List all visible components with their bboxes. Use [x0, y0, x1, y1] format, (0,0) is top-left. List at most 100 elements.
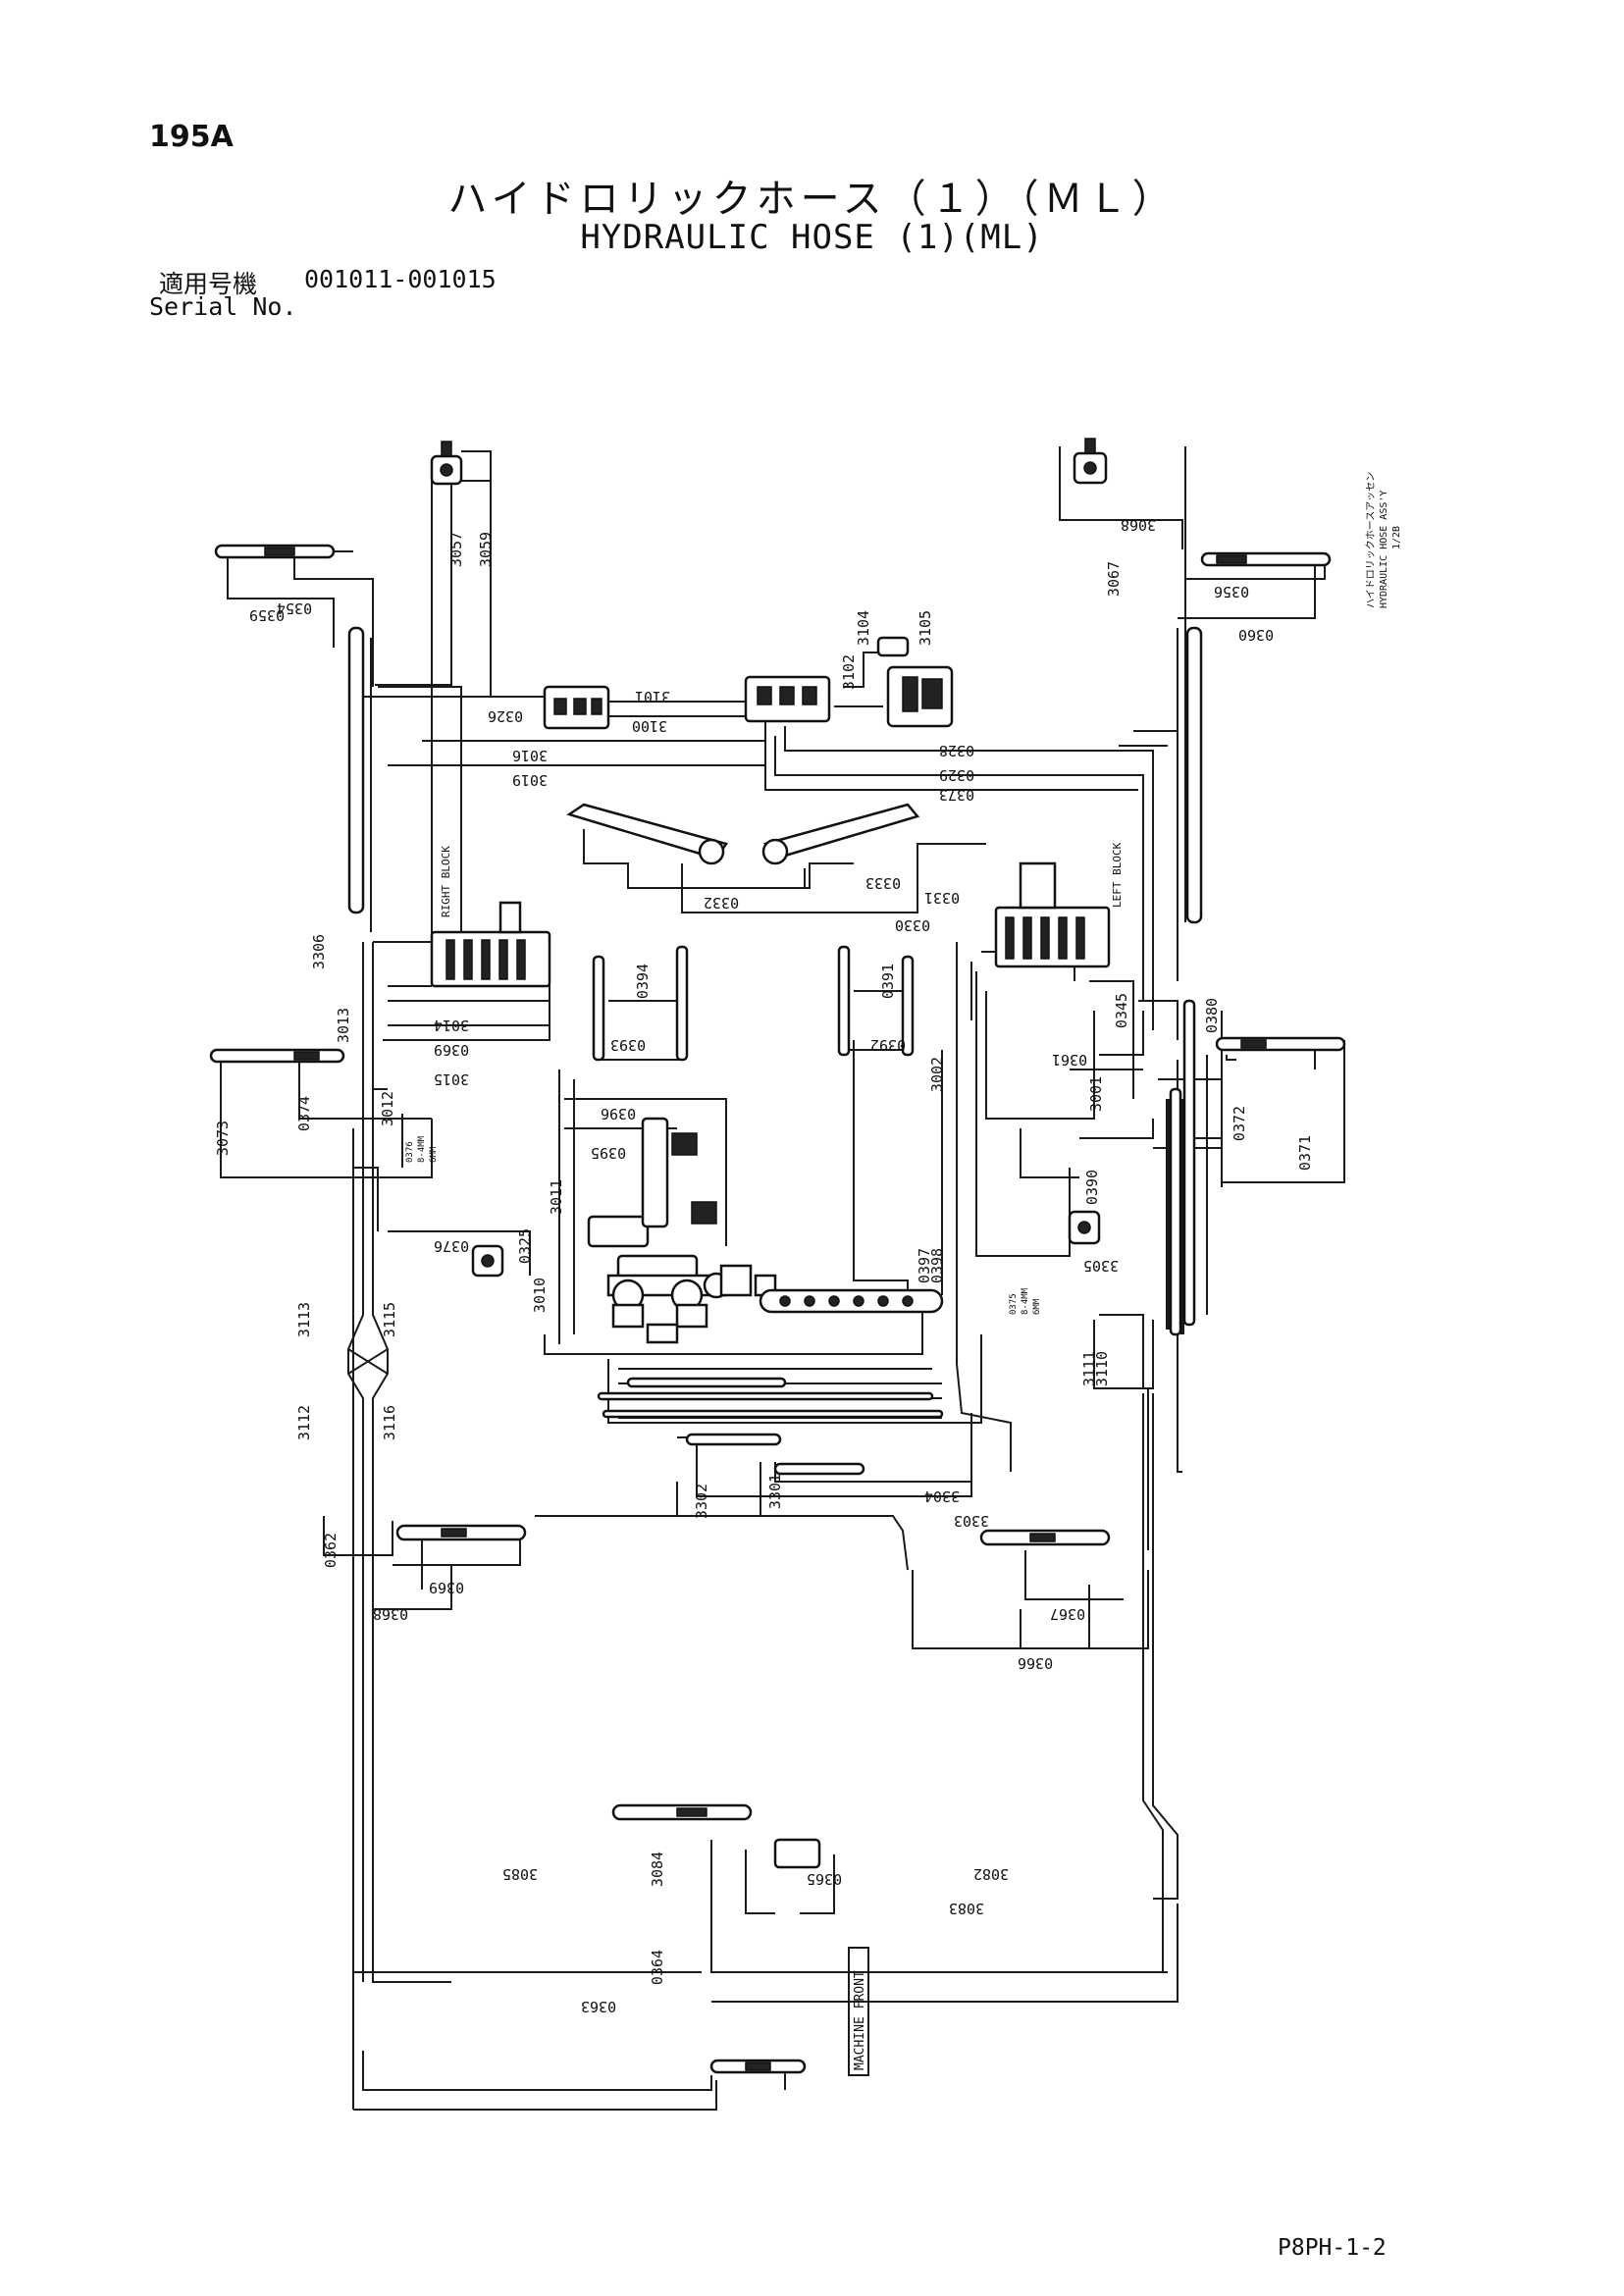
cylinder-0392: [901, 955, 915, 1057]
cylinder-bottom-center-a: [685, 1433, 782, 1446]
cylinder-top-right: [1200, 551, 1332, 567]
rod-a: [626, 1377, 787, 1388]
left-block-valve-bank: [994, 861, 1111, 968]
cylinder-right-long-b: [1182, 999, 1196, 1327]
hose-label: 3111: [1080, 1351, 1098, 1386]
side-note-jp: ハイドロリックホースアッセン: [1365, 472, 1377, 608]
hose-label: 3073: [214, 1121, 232, 1156]
label-left-block: LEFT BLOCK: [1111, 842, 1124, 908]
note-left-3: 6MM: [429, 1146, 439, 1163]
hose-label: 3083: [949, 1900, 984, 1917]
hose-label: 0330: [895, 916, 930, 934]
hose-label: 0366: [1018, 1654, 1053, 1672]
pump-manifold-assembly: [587, 1117, 777, 1344]
hose-label: 0394: [634, 964, 652, 999]
right-block-valve-bank: [430, 901, 551, 988]
cylinder-bottom-right: [979, 1529, 1111, 1546]
hose-label: 3013: [335, 1008, 352, 1043]
hose-label: 3001: [1087, 1076, 1105, 1112]
cylinder-0393: [592, 955, 605, 1062]
page-number: 195A: [149, 120, 234, 154]
hose-label: 0361: [1052, 1051, 1087, 1069]
hose-label: 0391: [879, 964, 897, 999]
hose-label: 0345: [1113, 993, 1130, 1028]
side-note-en: HYDRAULIC HOSE ASS'Y: [1379, 491, 1389, 608]
cylinder-bottom-mid: [611, 1803, 753, 1821]
hose-label: 0328: [939, 742, 974, 759]
hose-label: 0392: [870, 1036, 906, 1054]
hose-label: 3110: [1093, 1351, 1111, 1386]
hose-label: 3113: [295, 1302, 313, 1337]
serial-label-english: Serial No.: [149, 292, 297, 321]
manifold-bar: [759, 1288, 944, 1314]
control-valve-top-left: [543, 685, 610, 730]
cylinder-bottom-center-b: [773, 1462, 865, 1476]
hose-label: 0398: [928, 1248, 946, 1283]
hose-label: 0372: [1231, 1106, 1248, 1141]
cylinder-right-long-a: [1169, 1087, 1182, 1336]
serial-label-japanese: 適用号機: [159, 270, 258, 298]
cylinder-bottom-left: [395, 1524, 527, 1541]
hose-label: 3082: [973, 1865, 1009, 1883]
hose-label: 3305: [1083, 1257, 1119, 1275]
pilot-valve-top-right: [876, 636, 954, 728]
hose-label: 3016: [512, 747, 548, 764]
control-valve-top-center: [744, 675, 831, 723]
hose-label: 0371: [1296, 1135, 1314, 1171]
cylinder-bottom-most: [709, 2059, 807, 2074]
hose-label: 0374: [295, 1096, 313, 1131]
note-right-1: 0375: [1009, 1293, 1019, 1315]
document-code: P8PH-1-2: [1278, 2235, 1387, 2261]
hose-label: 0365: [807, 1870, 842, 1888]
hose-label: 3019: [512, 771, 548, 789]
hose-label: 0367: [1050, 1605, 1085, 1623]
hose-label: 3014: [434, 1017, 469, 1034]
label-machine-front: MACHINE FRONT: [853, 1970, 867, 2070]
hose-label: 0326: [488, 707, 523, 725]
hose-label: 0332: [704, 894, 739, 912]
hose-label: 0397: [916, 1248, 933, 1283]
hose-label: 3302: [693, 1484, 710, 1519]
label-right-block: RIGHT BLOCK: [440, 846, 452, 917]
cylinder-mid-left: [209, 1048, 345, 1064]
hose-label: 3303: [954, 1512, 989, 1530]
hose-label: 0359: [249, 606, 285, 624]
hose-label: 3105: [917, 610, 934, 646]
hose-label: 0325: [516, 1228, 534, 1264]
valve-mid-left: [471, 1244, 504, 1278]
hose-label: 3002: [928, 1057, 946, 1092]
cylinder-0391: [837, 945, 851, 1057]
hose-label: 0360: [1238, 626, 1274, 644]
hose-label: 3115: [381, 1302, 398, 1337]
note-left-1: 0376: [405, 1141, 415, 1163]
hose-label: 0329: [939, 766, 974, 784]
hose-label: 3059: [477, 532, 495, 567]
serial-range: 001011-001015: [304, 265, 497, 293]
hose-label: 0333: [865, 874, 901, 892]
valve-mid-right: [1068, 1210, 1101, 1245]
hose-label: 0369: [434, 1041, 469, 1059]
hose-label: 0369: [429, 1579, 464, 1596]
cylinder-mid-right: [1215, 1036, 1346, 1052]
hose-label: 0373: [939, 786, 974, 804]
hose-label: 0368: [373, 1605, 408, 1623]
hose-label: 0362: [322, 1533, 340, 1568]
hose-label: 3015: [434, 1070, 469, 1088]
hose-label: 3104: [855, 610, 872, 646]
note-right-2: 8-4MM: [1021, 1287, 1030, 1315]
hose-label: 0380: [1203, 998, 1221, 1033]
hose-label: 3084: [649, 1852, 666, 1887]
cylinder-top-left: [214, 544, 353, 559]
block-0365: [773, 1838, 821, 1869]
hose-label: 3085: [502, 1865, 538, 1883]
cylinder-0394: [675, 945, 689, 1062]
hose-label: 0396: [601, 1105, 636, 1122]
hose-label: 0393: [610, 1036, 646, 1054]
hose-label: 3306: [310, 934, 328, 969]
hose-label: 3102: [840, 654, 858, 690]
hose-label: 3301: [766, 1474, 784, 1509]
hose-label: 0356: [1214, 583, 1249, 600]
title-english: HYDRAULIC HOSE (1)(ML): [580, 218, 1044, 257]
note-left-2: 8-4MM: [417, 1135, 427, 1163]
